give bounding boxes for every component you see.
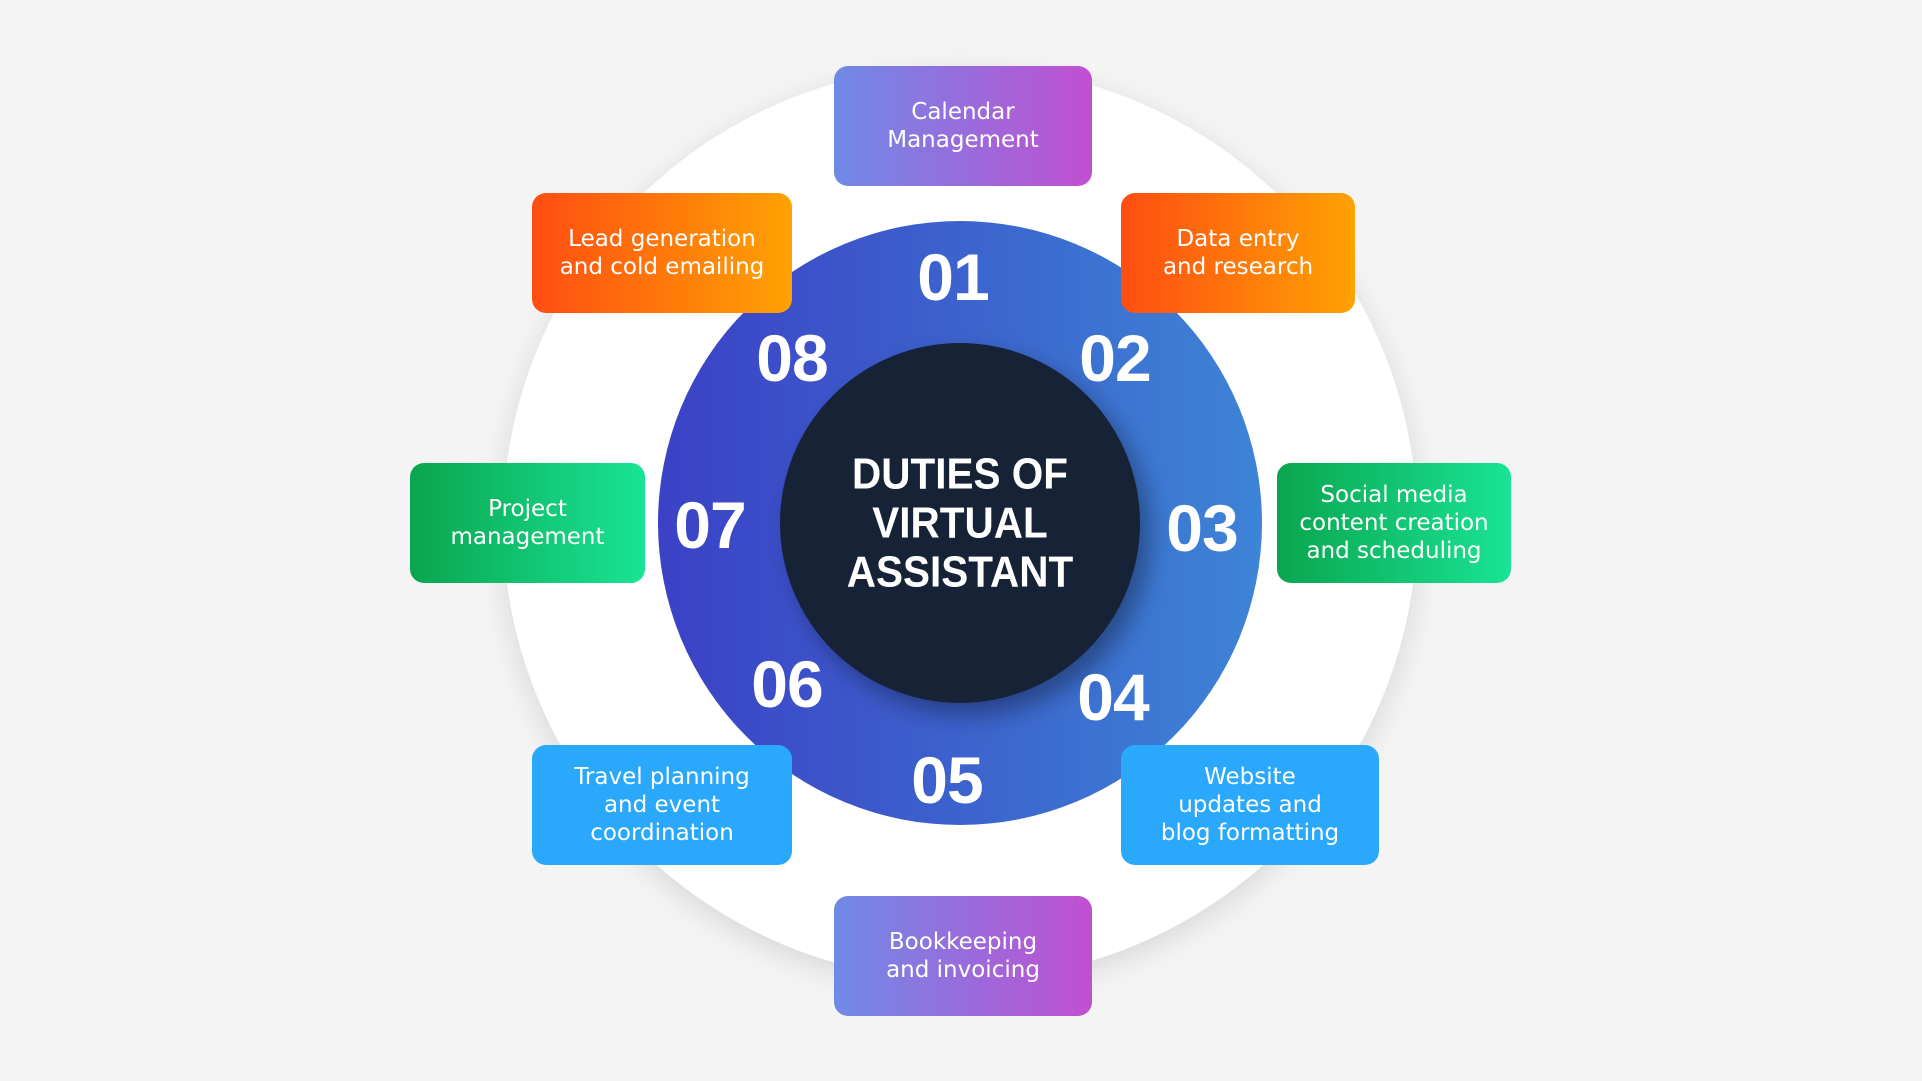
duty-label-line: and event — [603, 792, 721, 818]
duty-label-line: Data entry — [1176, 226, 1300, 252]
duty-label-line: Management — [887, 127, 1039, 153]
duty-label-line: Travel planning — [574, 764, 750, 790]
step-number-02: 02 — [1079, 321, 1151, 395]
duty-label-line: Lead generation — [568, 226, 756, 252]
step-number-05: 05 — [911, 743, 983, 817]
duty-label-line: Project — [488, 496, 567, 522]
center-title-line-1: DUTIES OF — [852, 449, 1068, 499]
duty-label-line: content creation — [1299, 510, 1489, 536]
center-title-line-2: VIRTUAL — [872, 498, 1048, 548]
center-title: DUTIES OF VIRTUAL ASSISTANT — [810, 450, 1110, 597]
center-circle — [780, 343, 1140, 703]
duty-label-line: and cold emailing — [559, 254, 765, 280]
duty-label-line: Website — [1204, 764, 1296, 790]
duty-box-calendar-management: Calendar Management — [834, 66, 1092, 186]
duty-label-line: Social media — [1320, 482, 1468, 508]
duty-label-line: coordination — [590, 820, 734, 846]
step-number-01: 01 — [917, 240, 989, 314]
duty-label-line: updates and — [1178, 792, 1322, 818]
step-number-07: 07 — [674, 488, 746, 562]
step-number-04: 04 — [1077, 660, 1149, 734]
step-number-08: 08 — [756, 321, 828, 395]
duty-label-line: blog formatting — [1160, 820, 1340, 846]
center-title-line-3: ASSISTANT — [846, 547, 1074, 597]
duty-box-website-updates: Website updates and blog formatting — [1121, 745, 1379, 865]
duty-label-line: and research — [1162, 254, 1314, 280]
duty-label-line: and scheduling — [1306, 538, 1482, 564]
duty-box-social-media: Social media content creation and schedu… — [1277, 463, 1511, 583]
duty-label-line: and invoicing — [886, 957, 1040, 983]
duty-box-project-management: Project management — [410, 463, 645, 583]
step-number-06: 06 — [751, 647, 823, 721]
duty-label-line: Bookkeeping — [888, 929, 1038, 955]
duty-box-travel-planning: Travel planning and event coordination — [532, 745, 792, 865]
duty-box-lead-generation: Lead generation and cold emailing — [532, 193, 792, 313]
duty-box-bookkeeping: Bookkeeping and invoicing — [834, 896, 1092, 1016]
duty-label-line: management — [450, 524, 605, 550]
step-number-03: 03 — [1166, 491, 1238, 565]
duty-label-line: Calendar — [911, 99, 1015, 125]
duty-box-data-entry: Data entry and research — [1121, 193, 1355, 313]
